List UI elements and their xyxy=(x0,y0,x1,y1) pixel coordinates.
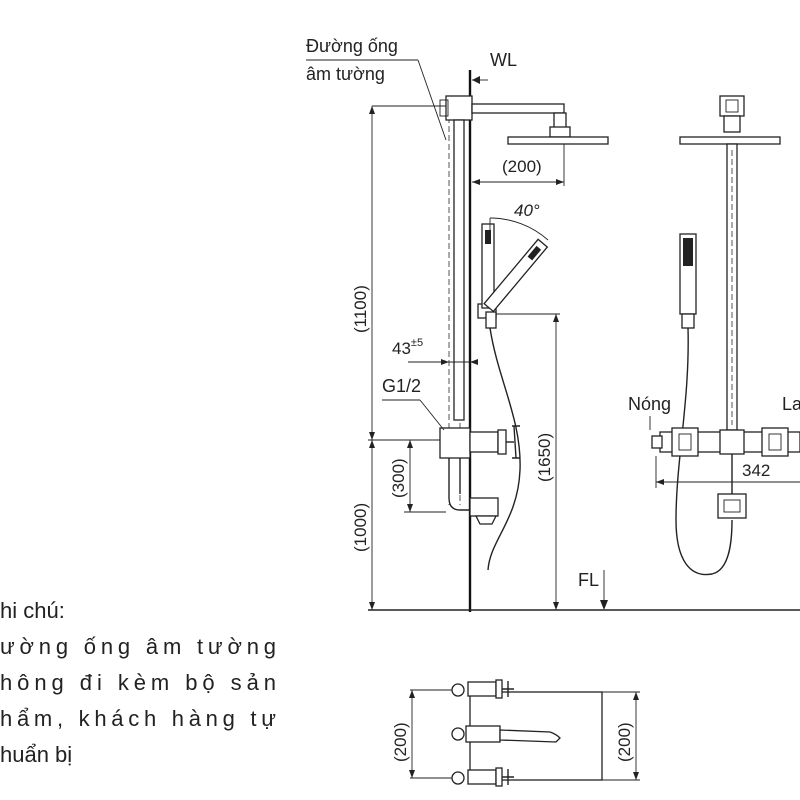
shower-arm xyxy=(471,103,565,114)
note-line-4: huẩn bị xyxy=(0,742,72,767)
valve-drop-dimension: (300) xyxy=(389,458,408,498)
cold-label: La xyxy=(782,394,800,414)
plan-left-dimension: (200) xyxy=(391,722,410,762)
note-line-2: hông đi kèm bộ sản xyxy=(0,670,276,695)
plan-right-dimension: (200) xyxy=(615,722,634,762)
note-title: hi chú: xyxy=(0,598,65,623)
plan-bottom-handle xyxy=(467,769,497,785)
riser-bar xyxy=(453,119,465,421)
wall-pipe-label-line2: âm tường xyxy=(306,64,385,84)
height-lower-dimension: (1000) xyxy=(351,503,370,552)
hose xyxy=(487,327,521,571)
top-elbow xyxy=(445,95,473,121)
rain-shower-head xyxy=(507,136,609,145)
bar-height-dimension: (1650) xyxy=(535,433,554,482)
lower-pipe xyxy=(448,458,470,511)
plan-spout xyxy=(465,725,501,743)
pipe-offset-dimension: 43±5 xyxy=(392,337,423,358)
front-rain-head xyxy=(679,136,781,145)
wall-pipe-leader xyxy=(417,59,447,141)
note-line-3: hẩm, khách hàng tự xyxy=(0,706,276,731)
hand-shower xyxy=(481,223,495,309)
hot-label: Nóng xyxy=(628,394,671,414)
head-offset-dimension: (200) xyxy=(502,157,542,176)
thread-label: G1/2 xyxy=(382,376,421,396)
wall-pipe-label-line1: Đường ống xyxy=(306,36,398,56)
angle-dimension: 40° xyxy=(514,201,540,220)
front-top-fitting xyxy=(719,95,745,117)
note-line-1: ường ống âm tường xyxy=(0,634,276,659)
front-view: Nóng La 342 xyxy=(628,95,800,576)
plan-top-handle xyxy=(467,681,497,697)
hot-handle xyxy=(671,427,699,457)
cold-handle xyxy=(761,427,789,457)
fl-label: FL xyxy=(578,570,599,590)
installation-note: hi chú: ường ống âm tường hông đi kèm bộ… xyxy=(0,598,276,767)
wl-label: WL xyxy=(490,50,517,70)
centre-fitting xyxy=(719,429,745,455)
side-view: WL Đường ống âm tường (200) 40° (1100) 4… xyxy=(306,36,800,612)
height-upper-dimension: (1100) xyxy=(351,285,370,333)
angle-arc xyxy=(489,217,549,241)
front-hose xyxy=(675,327,733,576)
plan-view: (200) (200) xyxy=(391,679,640,787)
valve-width-dimension: 342 xyxy=(742,461,770,480)
diverter xyxy=(469,497,499,517)
mixer-valve xyxy=(439,427,471,459)
front-diverter xyxy=(717,493,747,519)
